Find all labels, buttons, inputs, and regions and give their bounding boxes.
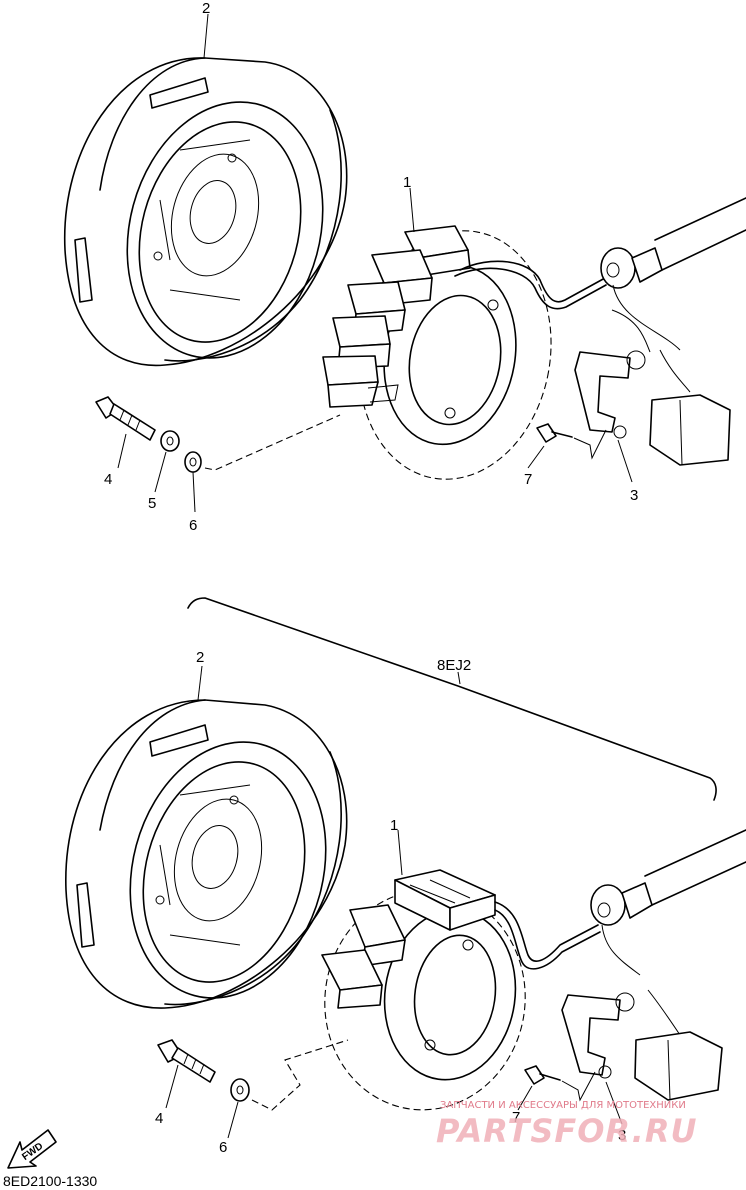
top-screw-7	[536, 423, 607, 460]
bottom-rotor	[65, 699, 348, 1009]
bottom-label-2: 2	[196, 649, 204, 666]
bottom-stator	[321, 869, 601, 1111]
top-label-3: 3	[630, 487, 638, 504]
top-assembly: 2 1 4 5 6 7 3	[63, 0, 746, 534]
fwd-arrow-icon: FWD	[7, 1129, 57, 1169]
top-grommet	[600, 197, 746, 393]
top-label-1: 1	[403, 174, 411, 191]
top-fasteners	[95, 396, 202, 473]
bottom-grommet	[590, 829, 746, 1036]
top-label-6: 6	[189, 517, 197, 534]
bottom-assembly: FWD 2 1 4 6 7 3	[7, 649, 746, 1169]
bottom-label-6: 6	[219, 1139, 227, 1156]
top-stator	[322, 225, 607, 480]
watermark: ЗАПЧАСТИ И АКСЕССУАРЫ ДЛЯ МОТОТЕХНИКИ PA…	[436, 1100, 697, 1150]
watermark-brand: PARTSFOR.RU	[436, 1112, 697, 1150]
top-label-2: 2	[202, 0, 210, 17]
group-label: 8EJ2	[437, 657, 471, 674]
diagram-code: 8ED2100-1330	[3, 1173, 97, 1189]
bottom-label-4: 4	[155, 1110, 163, 1127]
bottom-screw-7	[524, 1065, 596, 1102]
bottom-fasteners	[157, 1039, 250, 1102]
bottom-label-1: 1	[390, 817, 398, 834]
bottom-pickup-coil	[561, 992, 723, 1101]
top-label-7: 7	[524, 471, 532, 488]
bottom-label-3: 3	[618, 1127, 626, 1144]
watermark-caption: ЗАПЧАСТИ И АКСЕССУАРЫ ДЛЯ МОТОТЕХНИКИ	[440, 1100, 686, 1111]
top-label-5: 5	[148, 495, 156, 512]
group-bracket-8ej2: 8EJ2	[187, 597, 717, 801]
top-pickup-coil	[574, 309, 731, 466]
bottom-label-7: 7	[512, 1109, 520, 1126]
top-label-4: 4	[104, 471, 112, 488]
bottom-leader-lines	[165, 665, 623, 1139]
top-leader-lines	[117, 13, 633, 513]
top-rotor	[63, 57, 348, 367]
